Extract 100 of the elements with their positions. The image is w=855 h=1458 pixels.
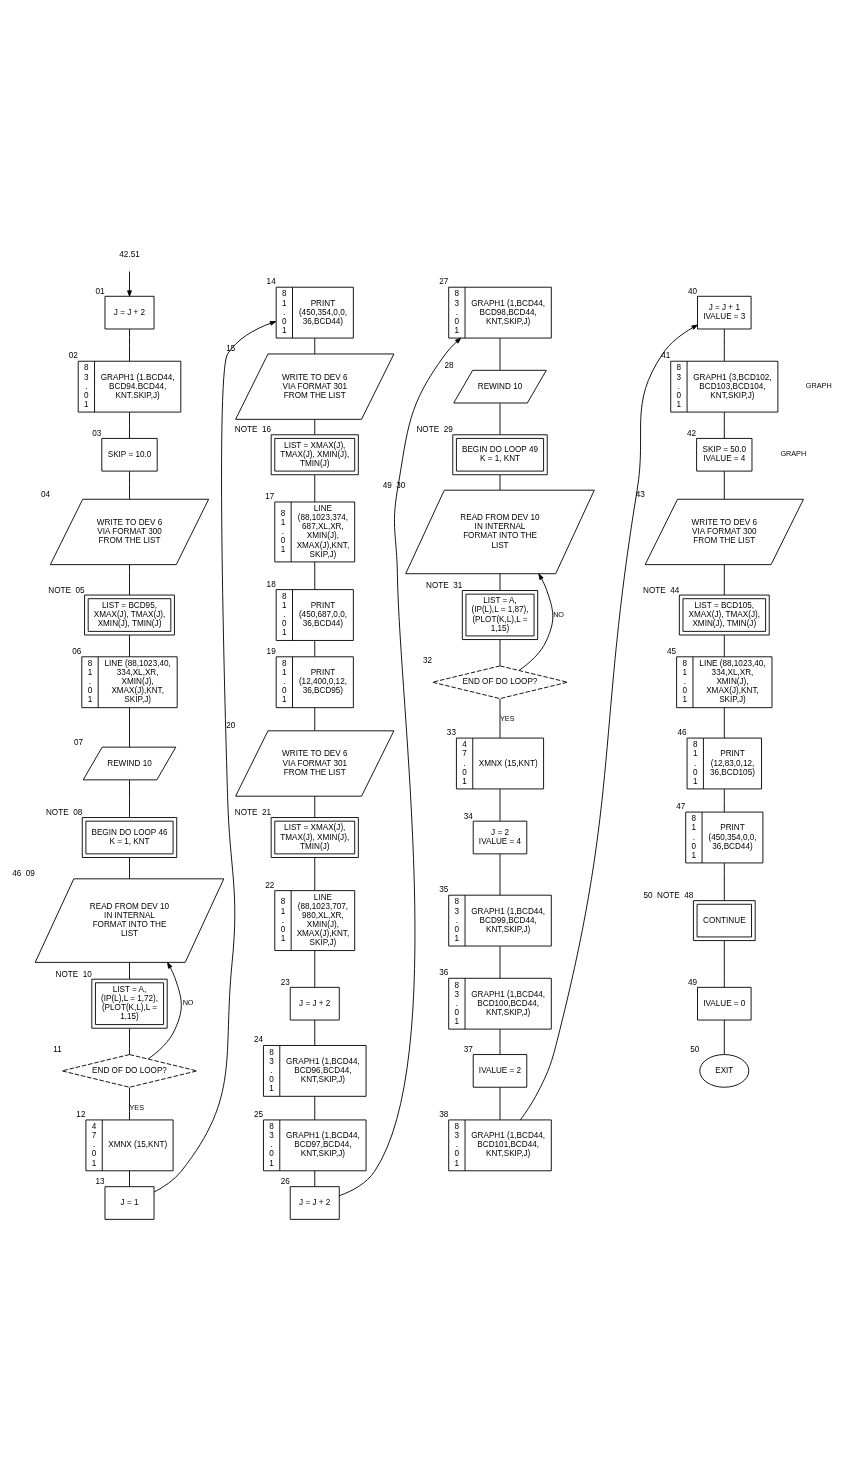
connector — [499, 402, 501, 436]
connector — [314, 1095, 316, 1121]
connector — [129, 961, 130, 980]
node-label: 49 30 — [382, 480, 406, 490]
connector — [499, 1028, 501, 1055]
connector — [723, 1019, 725, 1055]
edge-label: YES — [500, 714, 515, 724]
node-label: 49 — [687, 977, 698, 987]
node-box: IVALUE = 0 — [697, 986, 752, 1021]
node-box: J = J + 2 — [289, 986, 340, 1021]
node-label: 37 — [463, 1045, 473, 1055]
connector — [314, 1170, 316, 1187]
node-label: NOTE 29 — [416, 425, 453, 435]
connector — [129, 564, 130, 596]
arrow — [153, 321, 277, 1193]
node-ellipse: EXIT — [699, 1054, 750, 1088]
node-label: 42 — [687, 428, 697, 438]
node-label: 40 — [687, 286, 698, 296]
node-label: 45 — [667, 646, 677, 656]
node-label: 17 — [265, 491, 275, 501]
connector — [314, 950, 316, 988]
connector — [723, 788, 725, 813]
node-label: 23 — [280, 977, 290, 987]
connector — [723, 470, 725, 500]
connector — [129, 779, 130, 818]
node-label: 28 — [444, 360, 454, 370]
connector — [314, 474, 316, 503]
node-box: SKIP = 10.0 — [101, 437, 158, 472]
node-label: 38 — [439, 1109, 449, 1119]
node-label: 50 — [690, 1045, 700, 1055]
node-diamond: END OF DO LOOP? — [432, 665, 568, 700]
edge-label: NO — [553, 609, 565, 619]
node-label: NOTE 44 — [643, 585, 680, 595]
node-label: 22 — [265, 880, 275, 890]
node-label: 14 — [266, 277, 276, 287]
node-label: 34 — [463, 811, 473, 821]
connector — [499, 337, 501, 371]
edge-label: YES — [129, 1102, 145, 1112]
connector — [499, 1087, 501, 1121]
node-label: 43 — [635, 489, 645, 499]
connector — [499, 474, 501, 491]
connector — [129, 1087, 130, 1121]
connector — [314, 857, 316, 891]
node-label: 50 NOTE 48 — [643, 891, 694, 901]
connector — [723, 634, 725, 658]
node-box: J = J + 2 — [104, 295, 155, 330]
connector — [499, 573, 501, 591]
arrow — [127, 271, 132, 297]
node-label: 41 — [661, 351, 671, 361]
connector — [129, 857, 130, 880]
node-label: 03 — [92, 428, 102, 438]
connector — [129, 411, 130, 439]
arrow — [338, 337, 462, 1197]
connector — [314, 795, 316, 818]
arrow — [147, 962, 182, 1060]
connector — [723, 564, 725, 596]
node-box: J = J + 2 — [289, 1186, 340, 1220]
node-box: J = 2 IVALUE = 4 — [472, 820, 528, 855]
node-box: J = J + 1 IVALUE = 3 — [697, 295, 752, 330]
arrow — [518, 573, 554, 671]
node-label: 13 — [95, 1177, 105, 1187]
connector — [499, 945, 501, 979]
connector — [723, 328, 725, 362]
connector — [723, 707, 725, 739]
connector — [129, 707, 130, 748]
node-label: 36 — [439, 968, 449, 978]
arrow — [519, 324, 698, 1121]
connector — [129, 328, 130, 362]
connector — [314, 561, 316, 590]
node-text: 42.51 — [119, 249, 140, 259]
connector — [314, 419, 316, 436]
connector — [314, 707, 316, 732]
node-label: 18 — [266, 579, 276, 589]
node-label: 24 — [253, 1035, 263, 1045]
node-label: NOTE 05 — [48, 585, 85, 595]
node-label: 12 — [76, 1109, 86, 1119]
node-box: IVALUE = 2 — [472, 1054, 528, 1088]
node-label: 19 — [266, 646, 276, 656]
connector — [314, 1019, 316, 1046]
connector — [723, 940, 725, 988]
node-label: 46 09 — [12, 869, 35, 879]
node-label: 35 — [439, 885, 449, 895]
node-label: 27 — [439, 277, 449, 287]
node-box: J = 1 — [104, 1186, 155, 1220]
node-label: 20 — [226, 721, 236, 731]
node-label: 04 — [40, 489, 50, 499]
node-label: 26 — [280, 1177, 290, 1187]
connector — [129, 470, 130, 500]
node-label: NOTE 16 — [234, 425, 272, 435]
node-label: 06 — [72, 646, 82, 656]
connector — [129, 634, 130, 658]
node-label: NOTE 08 — [45, 808, 83, 817]
connector — [129, 1170, 130, 1187]
label: GRAPH — [805, 381, 832, 391]
label: GRAPH — [780, 449, 807, 459]
connector — [723, 862, 725, 901]
node-label: 33 — [446, 728, 456, 738]
node-box: SKIP = 50.0 IVALUE = 4 — [696, 437, 753, 472]
node-label: 07 — [73, 737, 83, 747]
node-diamond: END OF DO LOOP? — [61, 1054, 198, 1088]
